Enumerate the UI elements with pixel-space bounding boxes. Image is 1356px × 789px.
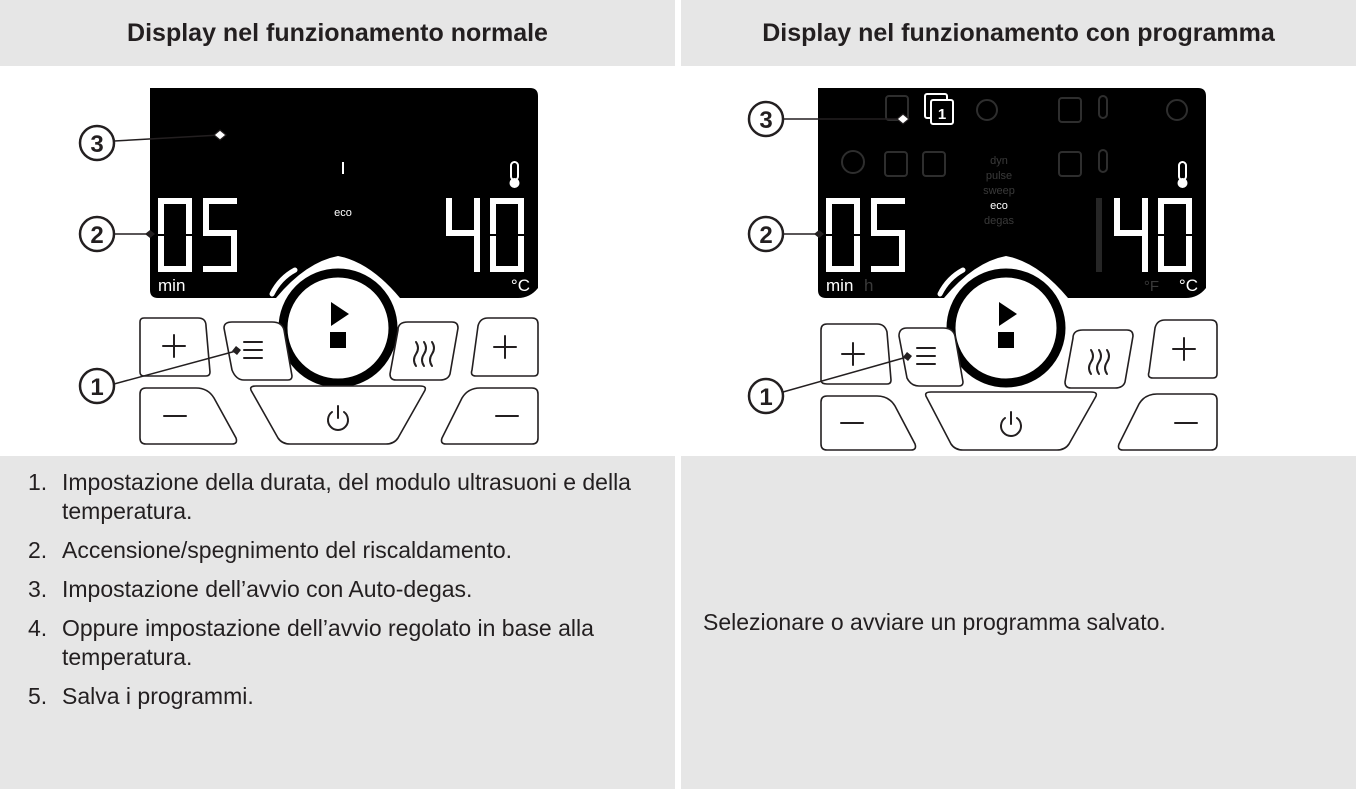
callout-1-label: 1 xyxy=(759,384,772,411)
step-item: 2. Accensione/spegnimento del riscaldame… xyxy=(28,537,513,563)
step-item: 1. Impostazione della durata, del modulo… xyxy=(28,469,631,524)
ghost-icons xyxy=(841,95,1188,177)
temp-unit-f: °F xyxy=(1144,278,1159,295)
time-plus-button[interactable] xyxy=(820,323,892,385)
temp-unit: °C xyxy=(511,276,530,295)
temp-unit: °C xyxy=(1179,276,1198,295)
time-unit: min xyxy=(158,276,185,295)
progress-arc xyxy=(269,267,298,297)
heat-button[interactable] xyxy=(1064,329,1134,389)
mode-eco: eco xyxy=(990,200,1008,212)
callout-3-leader xyxy=(113,134,221,142)
callout-1 xyxy=(747,377,785,415)
stop-icon xyxy=(330,332,346,348)
description-program: Selezionare o avviare un programma salva… xyxy=(681,456,1356,789)
mode-degas: degas xyxy=(984,215,1014,227)
time-minus-button[interactable] xyxy=(820,395,917,451)
power-button[interactable] xyxy=(924,391,1098,451)
step-item: 5. Salva i programmi. xyxy=(28,683,254,709)
heat-icon xyxy=(413,341,435,367)
temp-plus-button[interactable] xyxy=(1147,319,1218,379)
time-unit: min xyxy=(826,276,853,295)
callout-2-label: 2 xyxy=(759,222,772,249)
program-description: Selezionare o avviare un programma salva… xyxy=(703,609,1166,635)
control-panel-program: 1 dyn pulse sweep eco degas 3 xyxy=(747,88,1218,451)
callout-2-label: 2 xyxy=(90,222,103,249)
step-item: 4. Oppure impostazione dell’avvio regola… xyxy=(28,615,594,670)
power-icon xyxy=(1000,411,1022,437)
callout-3-label: 3 xyxy=(90,131,103,158)
mode-sweep: sweep xyxy=(983,185,1015,197)
power-icon xyxy=(327,405,349,431)
menu-button[interactable] xyxy=(223,321,293,381)
time-unit-hours: h xyxy=(864,276,873,295)
callout-1-label: 1 xyxy=(90,374,103,401)
mode-dyn: dyn xyxy=(990,155,1008,167)
callout-1 xyxy=(78,367,116,405)
indicator-bar xyxy=(342,162,344,174)
heat-button[interactable] xyxy=(389,321,459,381)
stop-icon xyxy=(998,332,1014,348)
header-normal: Display nel funzionamento normale xyxy=(0,0,675,66)
thermometer-icon xyxy=(509,161,520,188)
step-item: 3. Impostazione dell’avvio con Auto-dega… xyxy=(28,576,473,602)
eco-label: eco xyxy=(334,207,352,219)
heat-icon xyxy=(1088,349,1110,375)
step-list: 1. Impostazione della durata, del modulo… xyxy=(28,468,655,711)
callout-3-arrowhead xyxy=(213,129,227,141)
program-number: 1 xyxy=(938,106,946,123)
power-button[interactable] xyxy=(249,385,427,445)
mode-pulse: pulse xyxy=(986,170,1012,182)
callout-3 xyxy=(78,124,116,162)
menu-icon xyxy=(243,341,263,359)
time-digits xyxy=(826,198,905,272)
menu-icon xyxy=(916,347,936,365)
temp-minus-button[interactable] xyxy=(440,387,539,445)
control-panel-normal: 3 eco xyxy=(78,88,539,445)
play-stop-button[interactable] xyxy=(278,268,398,388)
program-icon: 1 xyxy=(924,93,954,125)
temp-plus-button[interactable] xyxy=(470,317,539,377)
time-plus-button[interactable] xyxy=(139,317,211,377)
progress-arc xyxy=(937,267,966,297)
play-icon xyxy=(331,302,349,326)
figure-normal: 3 eco xyxy=(0,66,675,456)
time-minus-button[interactable] xyxy=(139,387,238,445)
menu-button[interactable] xyxy=(898,327,964,387)
time-digits xyxy=(158,198,237,272)
header-program: Display nel funzionamento con programma xyxy=(681,0,1356,66)
figure-program: 1 dyn pulse sweep eco degas 3 xyxy=(681,66,1356,456)
callout-3-label: 3 xyxy=(759,107,772,134)
temp-digits xyxy=(446,198,524,272)
play-stop-button[interactable] xyxy=(946,268,1066,388)
play-icon xyxy=(999,302,1017,326)
steps-normal: 1. Impostazione della durata, del modulo… xyxy=(0,456,675,789)
thermometer-icon xyxy=(1177,161,1188,188)
lcd-screen xyxy=(818,88,1206,298)
temp-digits xyxy=(1096,198,1192,272)
temp-minus-button[interactable] xyxy=(1117,393,1218,451)
lcd-screen xyxy=(150,88,538,298)
